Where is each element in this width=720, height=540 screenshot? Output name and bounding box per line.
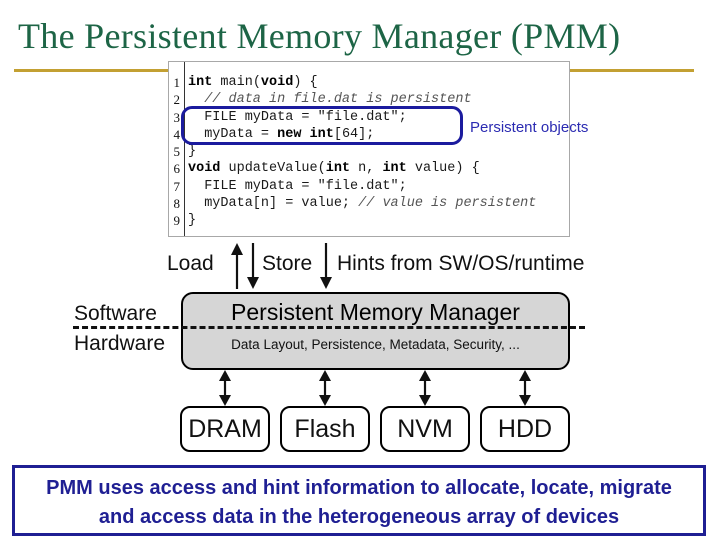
- software-hardware-dashed-divider: [73, 326, 585, 329]
- code-line: 8 myData[n] = value; // value is persist…: [173, 196, 537, 212]
- device-box-dram: DRAM: [180, 406, 270, 452]
- hints-label: Hints from SW/OS/runtime: [337, 252, 585, 275]
- nvm-double-arrow-icon: [419, 370, 431, 406]
- summary-line-2: and access data in the heterogeneous arr…: [98, 506, 620, 528]
- line-number-separator: [184, 62, 185, 236]
- code-line: 9}: [173, 213, 197, 229]
- pmm-box-subtitle: Data Layout, Persistence, Metadata, Secu…: [231, 337, 520, 352]
- persistent-objects-label: Persistent objects: [470, 119, 589, 136]
- dram-double-arrow-icon: [219, 370, 231, 406]
- device-box-hdd: HDD: [480, 406, 570, 452]
- code-line: 3 FILE myData = "file.dat";: [173, 109, 407, 125]
- flash-double-arrow-icon: [319, 370, 331, 406]
- page-title: The Persistent Memory Manager (PMM): [18, 16, 621, 56]
- hardware-layer-label: Hardware: [74, 332, 166, 355]
- code-line: 4 myData = new int[64];: [173, 126, 375, 142]
- store-down-arrow-icon: [247, 243, 259, 289]
- device-box-nvm: NVM: [380, 406, 470, 452]
- hdd-double-arrow-icon: [519, 370, 531, 406]
- code-line: 2 // data in file.dat is persistent: [173, 92, 472, 108]
- store-label: Store: [262, 252, 313, 275]
- code-line: 7 FILE myData = "file.dat";: [173, 178, 407, 194]
- pmm-box-title: Persistent Memory Manager: [231, 299, 520, 325]
- load-up-arrow-icon: [231, 243, 243, 289]
- software-layer-label: Software: [74, 302, 157, 325]
- hints-down-arrow-icon: [320, 243, 332, 289]
- device-box-flash: Flash: [280, 406, 370, 452]
- persistent-memory-manager-box: Persistent Memory Manager Data Layout, P…: [181, 292, 570, 370]
- load-label: Load: [167, 252, 214, 275]
- summary-line-1: PMM uses access and hint information to …: [46, 477, 672, 499]
- summary-callout-box: PMM uses access and hint information to …: [12, 465, 706, 536]
- code-line: 5}: [173, 144, 197, 160]
